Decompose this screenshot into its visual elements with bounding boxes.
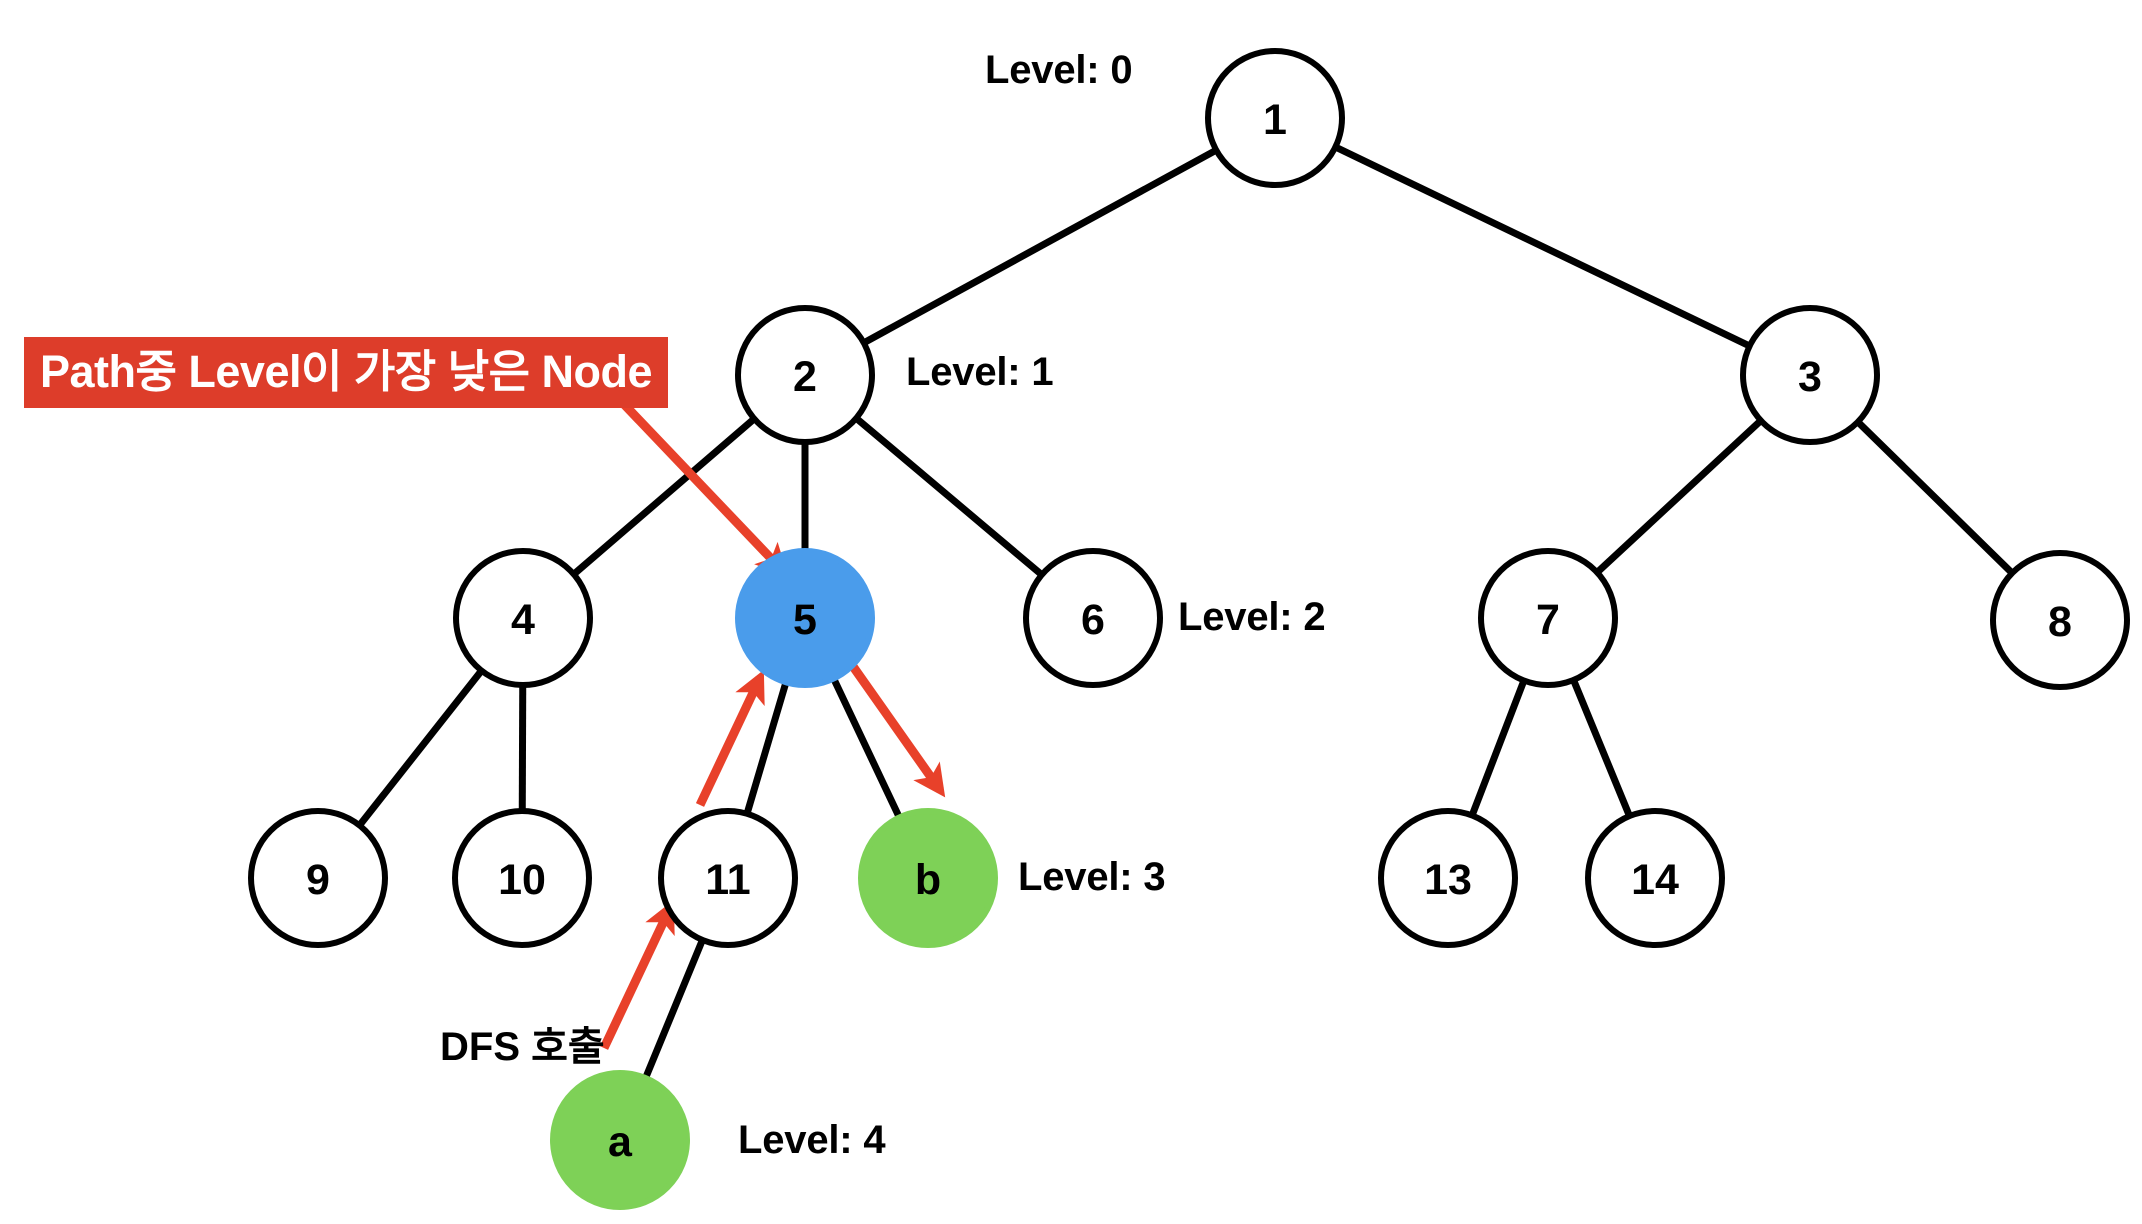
annotation-arrow-a-to-11 <box>599 899 675 1050</box>
tree-edge-7-13 <box>1468 677 1528 819</box>
annotation-arrow-11-to-5 <box>695 669 765 807</box>
node-label-2: 2 <box>793 353 817 401</box>
node-label-1: 1 <box>1263 96 1287 144</box>
tree-edge-3-8 <box>1853 417 2017 578</box>
tree-node-4[interactable]: 4 <box>453 548 593 688</box>
annotation-arrow-callout-to-5 <box>616 396 789 577</box>
tree-edge-4-9 <box>355 666 486 830</box>
tree-edge-4-10 <box>518 682 527 814</box>
node-label-3: 3 <box>1798 353 1822 401</box>
node-circle-13[interactable] <box>1378 808 1518 948</box>
tree-node-1[interactable]: 1 <box>1205 48 1345 188</box>
tree-edge-3-7 <box>1593 416 1765 577</box>
node-label-b: b <box>915 856 941 904</box>
tree-node-10[interactable]: 10 <box>452 808 592 948</box>
node-label-11: 11 <box>705 856 750 904</box>
tree-node-11[interactable]: 11 <box>658 808 798 948</box>
tree-node-b[interactable]: b <box>858 808 998 948</box>
node-circle-11[interactable] <box>658 808 798 948</box>
annotation-arrows-layer <box>599 396 946 1050</box>
node-circle-9[interactable] <box>248 808 388 948</box>
tree-node-a[interactable]: a <box>550 1070 690 1210</box>
node-label-9: 9 <box>306 856 330 904</box>
node-circle-a[interactable] <box>550 1070 690 1210</box>
level-label-level-1: Level: 1 <box>906 350 1054 394</box>
tree-node-6[interactable]: 6 <box>1023 548 1163 688</box>
tree-node-3[interactable]: 3 <box>1740 305 1880 445</box>
node-label-14: 14 <box>1631 856 1679 904</box>
node-label-13: 13 <box>1424 856 1472 904</box>
node-circle-5[interactable] <box>735 548 875 688</box>
dfs-call-annotation: DFS 호출 <box>440 1025 605 1069</box>
node-circle-14[interactable] <box>1585 808 1725 948</box>
tree-edge-5-b <box>829 675 904 821</box>
level-label-level-0: Level: 0 <box>985 48 1133 92</box>
node-circle-6[interactable] <box>1023 548 1163 688</box>
node-circle-1[interactable] <box>1205 48 1345 188</box>
node-circle-8[interactable] <box>1990 550 2130 690</box>
node-label-5: 5 <box>793 596 817 644</box>
node-label-8: 8 <box>2048 598 2072 646</box>
tree-node-2[interactable]: 2 <box>735 305 875 445</box>
node-circle-4[interactable] <box>453 548 593 688</box>
node-label-a: a <box>608 1118 633 1166</box>
tree-edge-1-3 <box>1332 142 1753 351</box>
level-label-level-4: Level: 4 <box>738 1118 886 1162</box>
node-circle-7[interactable] <box>1478 548 1618 688</box>
tree-edge-7-14 <box>1569 676 1634 820</box>
tree-edge-5-11 <box>743 679 790 817</box>
tree-node-7[interactable]: 7 <box>1478 548 1618 688</box>
node-circle-10[interactable] <box>452 808 592 948</box>
level-label-level-3: Level: 3 <box>1018 855 1166 899</box>
level-label-level-2: Level: 2 <box>1178 595 1326 639</box>
annotation-arrow-5-to-b <box>848 662 946 798</box>
tree-edge-2-6 <box>852 414 1046 579</box>
node-label-6: 6 <box>1081 596 1105 644</box>
callout-lowest-level-node: Path중 Level이 가장 낮은 Node <box>24 337 668 408</box>
node-circle-2[interactable] <box>735 305 875 445</box>
tree-node-9[interactable]: 9 <box>248 808 388 948</box>
edges-layer <box>355 142 2017 1082</box>
tree-edge-11-a <box>641 936 707 1082</box>
tree-edge-1-2 <box>860 146 1220 347</box>
tree-node-14[interactable]: 14 <box>1585 808 1725 948</box>
node-circle-b[interactable] <box>858 808 998 948</box>
node-label-10: 10 <box>498 856 546 904</box>
tree-node-5[interactable]: 5 <box>735 548 875 688</box>
nodes-layer: 1 2 3 4 5 6 7 8 9 10 11 b 13 14 a <box>248 48 2130 1210</box>
tree-node-13[interactable]: 13 <box>1378 808 1518 948</box>
node-circle-3[interactable] <box>1740 305 1880 445</box>
node-label-4: 4 <box>511 596 535 644</box>
node-label-7: 7 <box>1536 596 1560 644</box>
tree-node-8[interactable]: 8 <box>1990 550 2130 690</box>
tree-edge-2-4 <box>569 414 759 579</box>
